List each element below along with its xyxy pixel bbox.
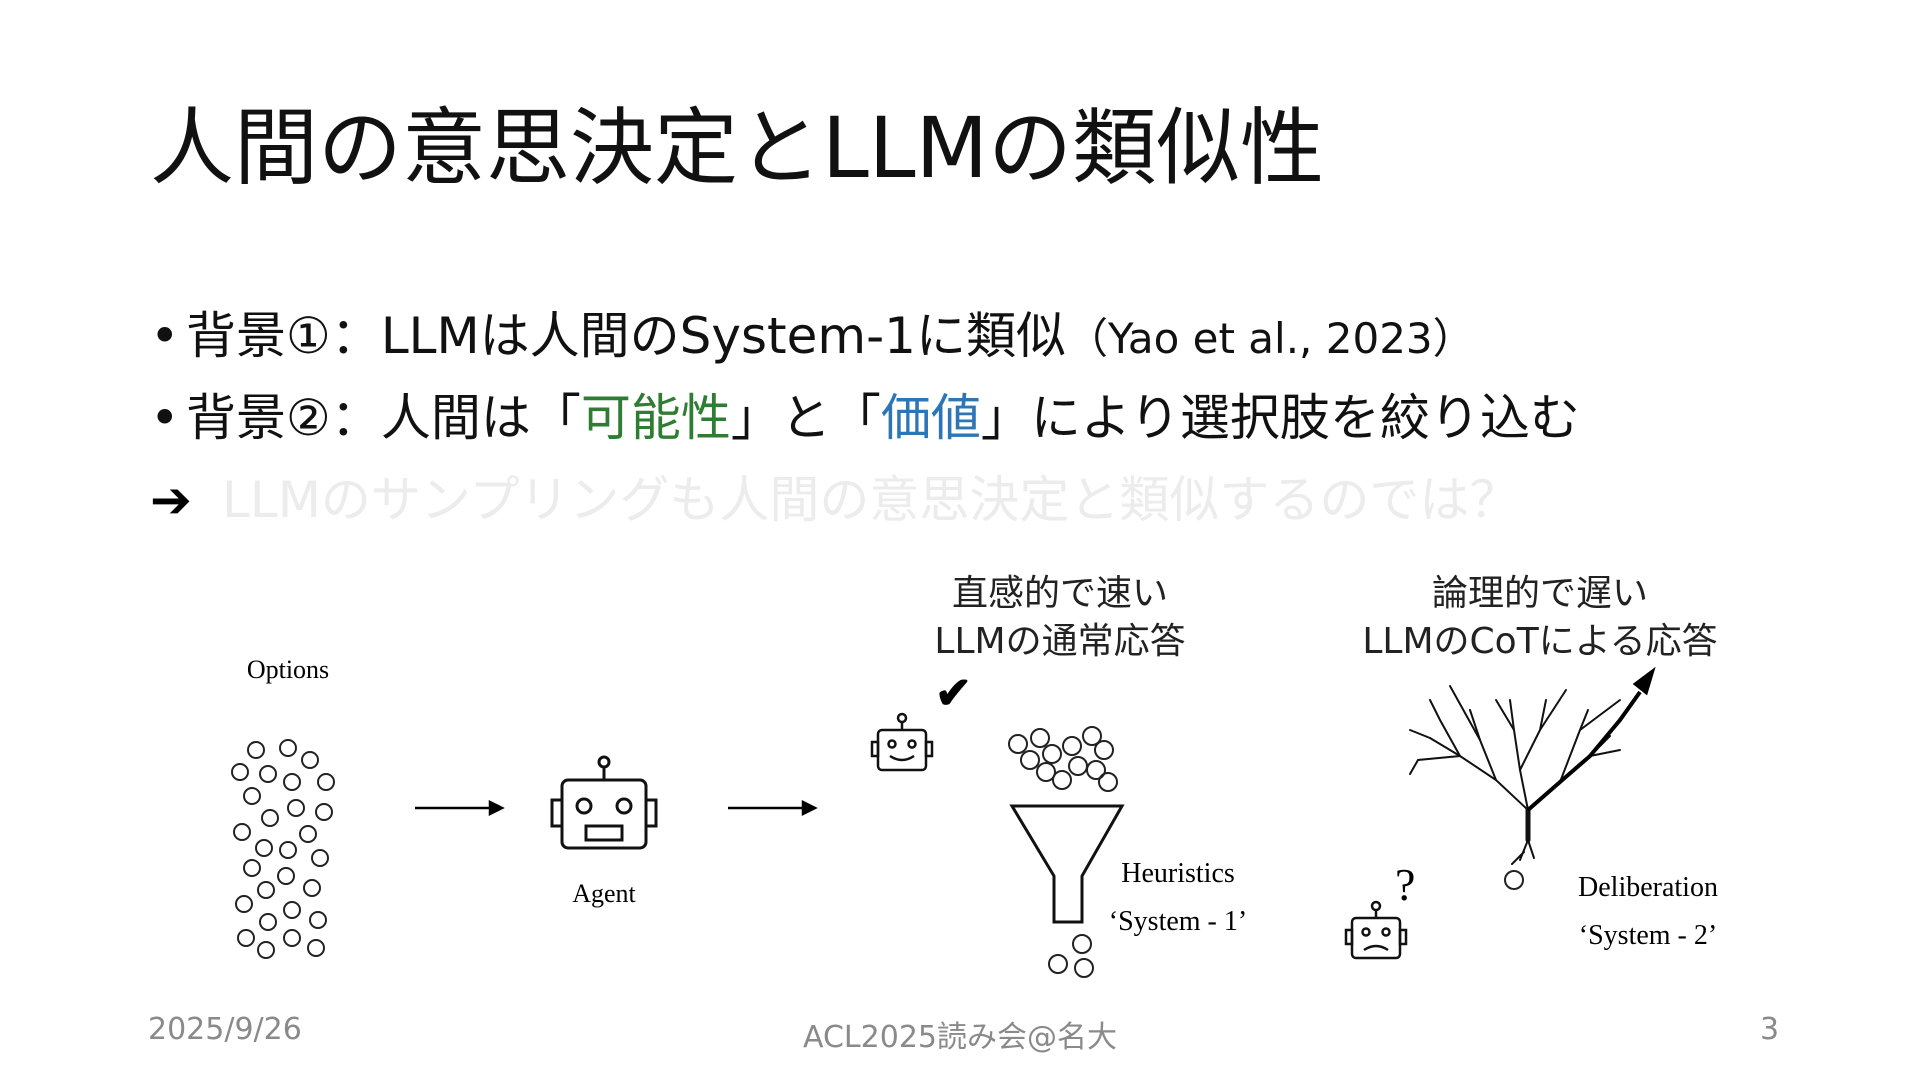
options-label: Options (247, 655, 329, 684)
footer-date: 2025/9/26 (148, 1012, 302, 1047)
footer-event: ACL2025読み会@名大 (802, 1020, 1117, 1055)
bullet-list: •背景①：LLMは人間のSystem-1に類似（Yao et al., 2023… (150, 295, 1580, 541)
funnel-output-circles (1048, 934, 1094, 978)
bullet-text-part: 」により選択肢を絞り込む (980, 389, 1580, 447)
citation: （Yao et al., 2023） (1065, 314, 1475, 363)
agent-robot-icon (550, 755, 658, 850)
agent-label: Agent (572, 879, 636, 908)
option-circles (231, 739, 335, 959)
bullet-text: 背景①：LLMは人間のSystem-1に類似 (186, 307, 1066, 365)
heuristics-label: Heuristics (1121, 858, 1235, 889)
bullet-text-part: 背景②：人間は「 (186, 389, 581, 447)
tree-output-circle (1504, 870, 1524, 890)
slide-title: 人間の意思決定とLLMの類似性 (150, 99, 1325, 197)
caption-fast: 直感的で速い LLMの通常応答 (900, 570, 1220, 666)
flow-arrow-1 (415, 799, 505, 817)
bullet-text-part: 」と「 (730, 389, 881, 447)
funnel-input-circles (1008, 726, 1118, 792)
confused-robot-icon (1344, 900, 1408, 960)
arrow-right-icon: ➔ (150, 471, 192, 529)
reasoning-path-arrow (1526, 666, 1656, 812)
bullet-background-2: •背景②：人間は「可能性」と「価値」により選択肢を絞り込む (150, 377, 1580, 459)
system1-system2-figure: Options Agent (231, 655, 1718, 978)
caption-slow-line2: LLMのCoTによる応答 (1362, 621, 1718, 662)
flow-arrow-2 (728, 799, 818, 817)
deliberation-label: Deliberation (1578, 872, 1718, 903)
conclusion-text: LLMのサンプリングも人間の意思決定と類似するのでは？ (222, 471, 1520, 529)
check-mark-icon: ✔ (935, 669, 972, 718)
bullet-marker: • (150, 389, 180, 447)
caption-fast-line2: LLMの通常応答 (934, 621, 1186, 662)
highlight-value: 価値 (880, 389, 981, 447)
page-number: 3 (1760, 1012, 1780, 1047)
caption-fast-line1: 直感的で速い (951, 573, 1168, 614)
system2-label: ‘System - 2’ (1579, 920, 1717, 951)
bullet-background-1: •背景①：LLMは人間のSystem-1に類似（Yao et al., 2023… (150, 295, 1580, 377)
happy-robot-icon (870, 712, 934, 772)
decision-tree-icon (1409, 685, 1621, 865)
question-mark-icon: ? (1395, 859, 1415, 910)
funnel-icon (1009, 804, 1125, 924)
conclusion-line: ➔ LLMのサンプリングも人間の意思決定と類似するのでは？ (150, 459, 1580, 541)
caption-slow-line1: 論理的で遅い (1431, 573, 1648, 614)
system1-label: ‘System - 1’ (1109, 906, 1247, 937)
bullet-marker: • (150, 307, 180, 365)
highlight-possibility: 可能性 (580, 389, 731, 447)
caption-slow: 論理的で遅い LLMのCoTによる応答 (1330, 570, 1750, 666)
